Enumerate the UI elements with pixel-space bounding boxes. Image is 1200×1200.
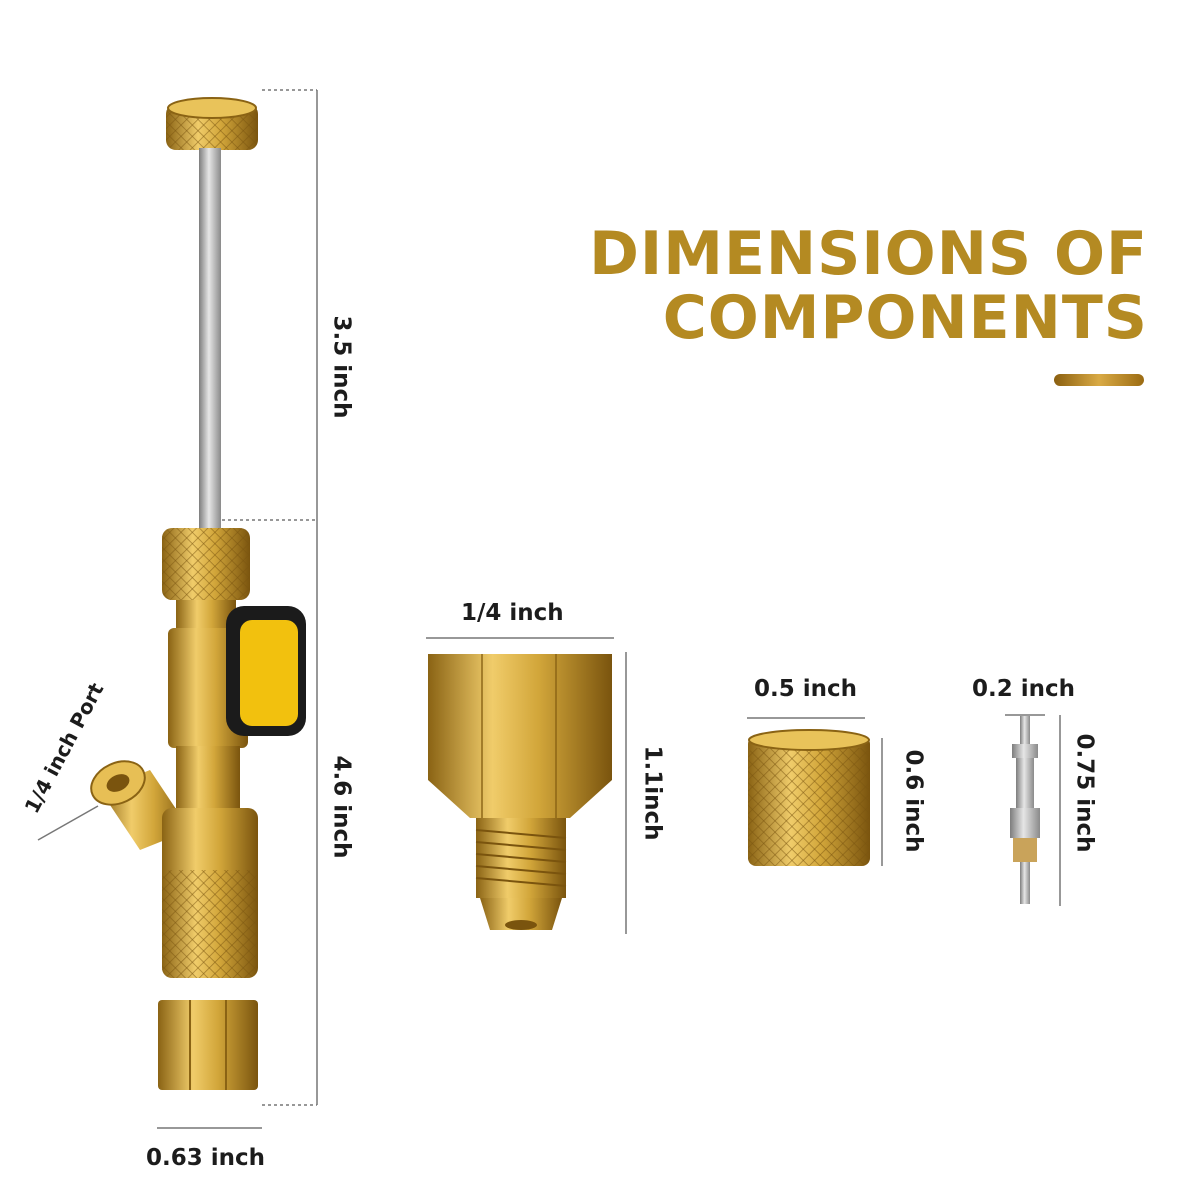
label-adapter-width: 1/4 inch	[461, 600, 564, 626]
tool-dimension-lines	[37, 89, 318, 1129]
label-tool-width: 0.63 inch	[146, 1145, 266, 1171]
bottom-nut	[158, 1000, 258, 1090]
steel-rod	[199, 148, 221, 528]
valve-core	[1010, 716, 1040, 904]
top-knob	[166, 97, 258, 150]
knurled-cap	[748, 729, 870, 866]
adapter	[428, 654, 612, 930]
valve-handle	[226, 606, 306, 736]
label-cap-height: 0.6 inch	[900, 749, 927, 853]
label-adapter-height: 1.1inch	[639, 745, 666, 841]
mid-body	[176, 746, 240, 810]
title-line-1: DIMENSIONS OF	[589, 219, 1148, 289]
page-title: DIMENSIONS OF COMPONENTS	[589, 222, 1148, 350]
adapter-dimension-lines	[426, 637, 627, 934]
upper-coupler	[162, 528, 250, 630]
title-underline	[1054, 374, 1144, 386]
core-dimension-lines	[1005, 714, 1061, 906]
label-core-width: 0.2 inch	[972, 676, 1076, 702]
label-core-height: 0.75 inch	[1071, 733, 1098, 853]
title-line-2: COMPONENTS	[662, 283, 1148, 353]
label-tool-length-lower: 4.6 inch	[328, 755, 355, 859]
label-tool-length-upper: 3.5 inch	[328, 315, 355, 419]
label-cap-width: 0.5 inch	[754, 676, 858, 702]
cap-dimension-lines	[747, 717, 883, 866]
lower-coupler	[162, 808, 258, 978]
core-removal-tool	[90, 97, 306, 1090]
